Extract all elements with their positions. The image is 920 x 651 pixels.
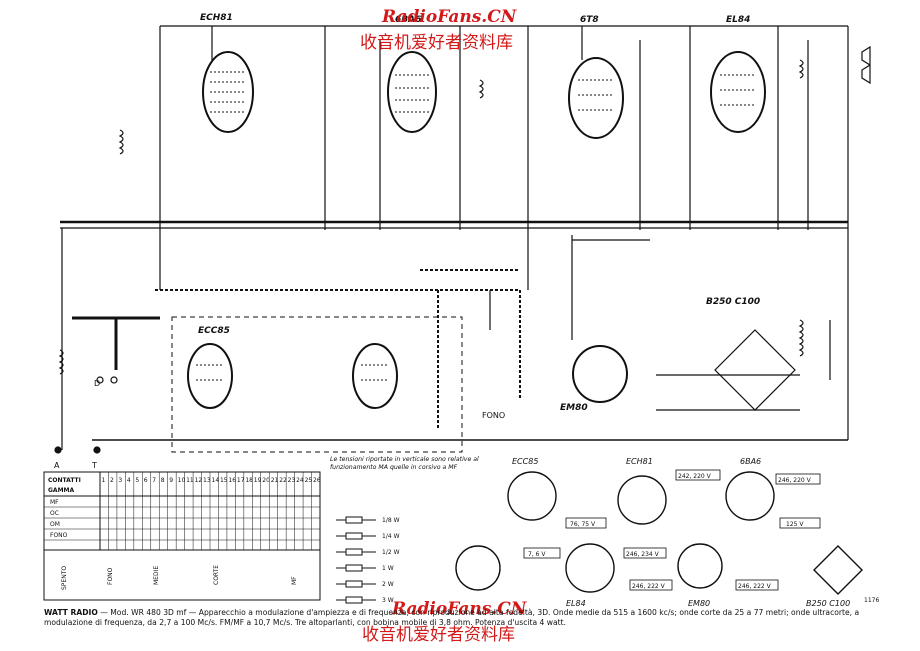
caption-brand: WATT RADIO xyxy=(44,608,98,617)
socket-label-ech81: ECH81 xyxy=(626,457,653,466)
voltage-el84-a: 246, 234 V xyxy=(626,551,660,558)
table-contact-number: 3 xyxy=(118,477,122,484)
socket-voltage-boxes xyxy=(523,469,821,591)
table-contact-number: 21 xyxy=(271,477,279,484)
watermark-site-bottom: RadioFans.CN xyxy=(391,599,528,619)
table-contact-number: 19 xyxy=(254,477,262,484)
fono-label: FONO xyxy=(482,411,505,420)
table-contact-number: 4 xyxy=(127,477,131,484)
table-row-fono: FONO xyxy=(50,532,68,539)
table-contact-number: 25 xyxy=(305,477,313,484)
table-contact-number: 24 xyxy=(296,477,304,484)
table-contact-number: 20 xyxy=(262,477,270,484)
legend-1w: 1 W xyxy=(382,565,394,572)
table-contact-number: 18 xyxy=(245,477,253,484)
socket-label-b250c100: B250 C100 xyxy=(806,599,850,608)
table-contact-number: 22 xyxy=(279,477,287,484)
table-contact-number: 12 xyxy=(195,477,203,484)
table-contact-number: 1 xyxy=(102,477,106,484)
page-number: 1176 xyxy=(864,597,879,604)
band-spento: SPENTO xyxy=(61,566,68,590)
tube-internals xyxy=(196,71,756,381)
table-contact-number: 6 xyxy=(144,477,148,484)
socket-label-ecc85: ECC85 xyxy=(512,457,538,466)
tube-label-6ba6: 6BA6 xyxy=(395,15,421,25)
voltage-ech81: 242, 220 V xyxy=(678,473,712,480)
band-corte: CORTE xyxy=(213,565,220,585)
tube-label-6t8: 6T8 xyxy=(580,15,599,25)
socket-label-em80: EM80 xyxy=(688,599,710,608)
voltage-note: Le tensioni riportate in verticale sono … xyxy=(330,456,479,471)
table-contact-number: 11 xyxy=(186,477,194,484)
legend-1-2w: 1/2 W xyxy=(382,549,400,556)
voltage-el84-g2: 246, 222 V xyxy=(632,583,666,590)
caption: WATT RADIO — Mod. WR 480 3D mf — Apparec… xyxy=(44,608,894,628)
table-contact-number: 16 xyxy=(228,477,236,484)
table-contact-number: 14 xyxy=(212,477,220,484)
voltage-6ba6: 246, 220 V xyxy=(778,477,812,484)
legend-1-4w: 1/4 W xyxy=(382,533,400,540)
table-contact-number: 26 xyxy=(313,477,321,484)
table-contact-number: 17 xyxy=(237,477,245,484)
legend-3w: 3 W xyxy=(382,597,394,604)
tube-label-ech81: ECH81 xyxy=(200,13,233,23)
caption-text: — Mod. WR 480 3D mf — Apparecchio a modu… xyxy=(44,608,860,627)
table-contact-number: 23 xyxy=(288,477,296,484)
tube-envelopes xyxy=(187,51,766,409)
voltage-ech81-g: 76, 75 V xyxy=(570,521,596,528)
voltage-el84-k: 7, 6 V xyxy=(528,551,546,558)
band-mf: MF xyxy=(291,576,298,585)
voltage-6ba6-k: 125 V xyxy=(786,521,804,528)
table-contact-number: 5 xyxy=(135,477,139,484)
band-medie: MEDIE xyxy=(153,566,160,585)
legend-2w: 2 W xyxy=(382,581,394,588)
antenna-d-label: D xyxy=(94,379,100,388)
schematic-wiring xyxy=(54,25,871,454)
socket-label-6ba6: 6BA6 xyxy=(740,457,761,466)
table-contact-number: 10 xyxy=(178,477,186,484)
table-contact-number: 7 xyxy=(152,477,156,484)
rectifier-label: B250 C100 xyxy=(706,297,760,307)
table-contact-number: 15 xyxy=(220,477,228,484)
watermark-site-top: RadioFans.CN xyxy=(381,7,518,27)
antenna-a-label: A xyxy=(54,461,60,470)
watermark-chinese-bottom: 收音机爱好者资料库 xyxy=(362,625,515,645)
table-row-mf: MF xyxy=(50,499,59,506)
table-row-om: OM xyxy=(50,521,60,528)
table-contact-number: 8 xyxy=(161,477,165,484)
table-header-contatti: CONTATTI xyxy=(48,477,81,484)
tube-label-ecc85: ECC85 xyxy=(198,326,230,336)
tube-label-em80: EM80 xyxy=(560,403,588,413)
legend-1-8w: 1/8 W xyxy=(382,517,400,524)
socket-label-el84: EL84 xyxy=(566,599,586,608)
antenna-t-label: T xyxy=(91,461,97,470)
voltage-em80: 246, 222 V xyxy=(738,583,772,590)
tube-label-el84: EL84 xyxy=(726,15,750,25)
watermark-chinese-top: 收音机爱好者资料库 xyxy=(360,33,513,53)
resistor-legend: 1/8 W 1/4 W 1/2 W 1 W 2 W 3 W xyxy=(336,516,400,604)
band-fono: FONO xyxy=(107,567,114,585)
tube-sockets xyxy=(455,471,863,595)
table-header-gamma: GAMMA xyxy=(48,487,75,494)
table-contact-number: 13 xyxy=(203,477,211,484)
table-contact-number: 2 xyxy=(110,477,114,484)
table-row-oc: OC xyxy=(50,510,59,517)
table-contact-number: 9 xyxy=(169,477,173,484)
